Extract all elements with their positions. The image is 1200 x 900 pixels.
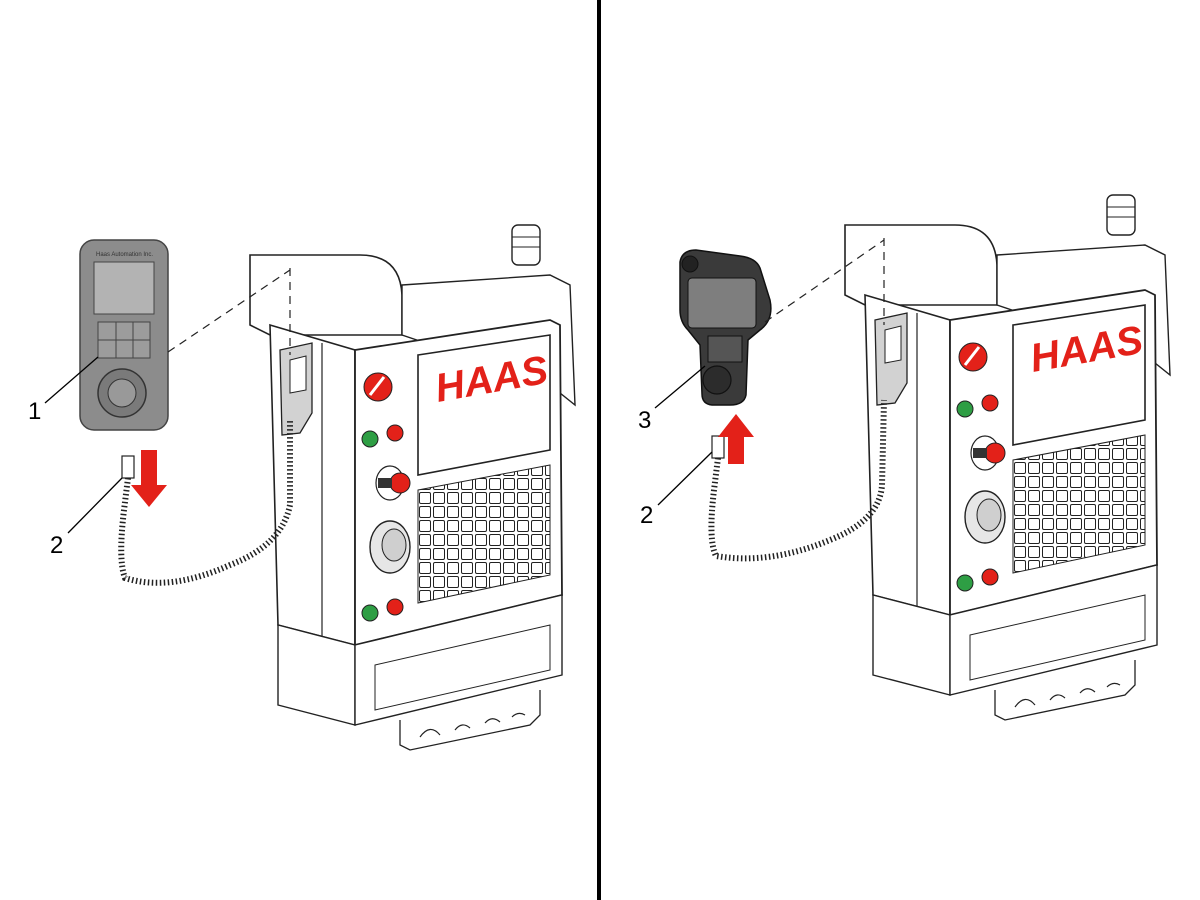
callout-1: 1 — [28, 398, 41, 425]
panel-divider — [597, 0, 601, 900]
pendant-alignment-line-left — [167, 269, 291, 353]
pendant-brand-text: Haas Automation Inc. — [96, 252, 153, 258]
callout-3: 3 — [638, 407, 651, 434]
arrow-up-icon — [718, 414, 754, 464]
arrow-down-icon — [131, 450, 167, 507]
cable-connector-right — [711, 435, 725, 459]
left-panel: HAAS Haas Automation Inc. 1 2 — [28, 223, 577, 752]
coiled-cable-left — [118, 420, 293, 586]
right-panel: HAAS 3 2 — [638, 193, 1172, 722]
control-cabinet-left — [248, 223, 577, 752]
callout-2-right: 2 — [640, 502, 653, 529]
coiled-cable-right — [708, 399, 887, 562]
control-cabinet-right — [843, 193, 1172, 722]
cable-connector-left — [121, 455, 135, 479]
pendant-alignment-line-right — [764, 239, 885, 323]
callout-2-left: 2 — [50, 532, 63, 559]
new-pendant — [679, 249, 772, 406]
old-pendant: Haas Automation Inc. — [79, 239, 169, 431]
